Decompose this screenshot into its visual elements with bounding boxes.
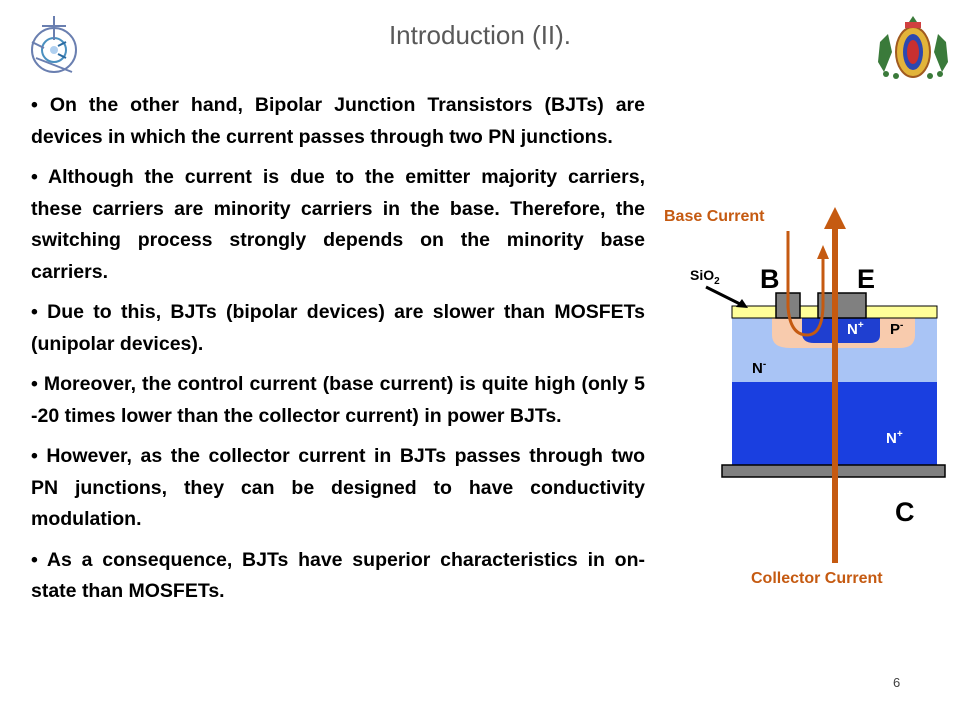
base-current-arrow [786,231,825,337]
page-number: 6 [893,675,901,690]
left-logo [31,16,77,73]
bullet-item: • Due to this, BJTs (bipolar devices) ar… [31,301,645,355]
emitter-contact [817,292,867,319]
oxide-label: SiO2 [690,267,720,287]
oxide-pointer-arrow [705,285,743,307]
emitter-region-label: N+ [847,320,864,338]
emitter-terminal-label: E [857,264,875,294]
bullet-list: • On the other hand, Bipolar Junction Tr… [31,90,645,617]
base-terminal-label: B [760,264,780,294]
right-logo [878,16,948,79]
drift-region-label: N- [752,359,766,377]
bullet-item: • Although the current is due to the emi… [31,166,645,283]
bullet-item: • On the other hand, Bipolar Junction Tr… [31,94,645,148]
base-current-label: Base Current [664,208,765,225]
bullet-item: • Moreover, the control current (base cu… [31,373,645,427]
collector-terminal-label: C [895,497,915,527]
substrate-region-label: N+ [886,429,903,447]
n-emitter-region [802,317,880,343]
bjt-cross-section-diagram: N+ P- N- N+ B E C SiO2 Base Current Coll… [664,207,946,587]
collector-current-label: Collector Current [751,570,883,587]
bullet-item: • However, as the collector current in B… [31,445,645,530]
bullet-item: • As a consequence, BJTs have superior c… [31,548,645,603]
slide-title: Introduction (II). [388,20,572,50]
base-region-label: P- [890,320,903,338]
